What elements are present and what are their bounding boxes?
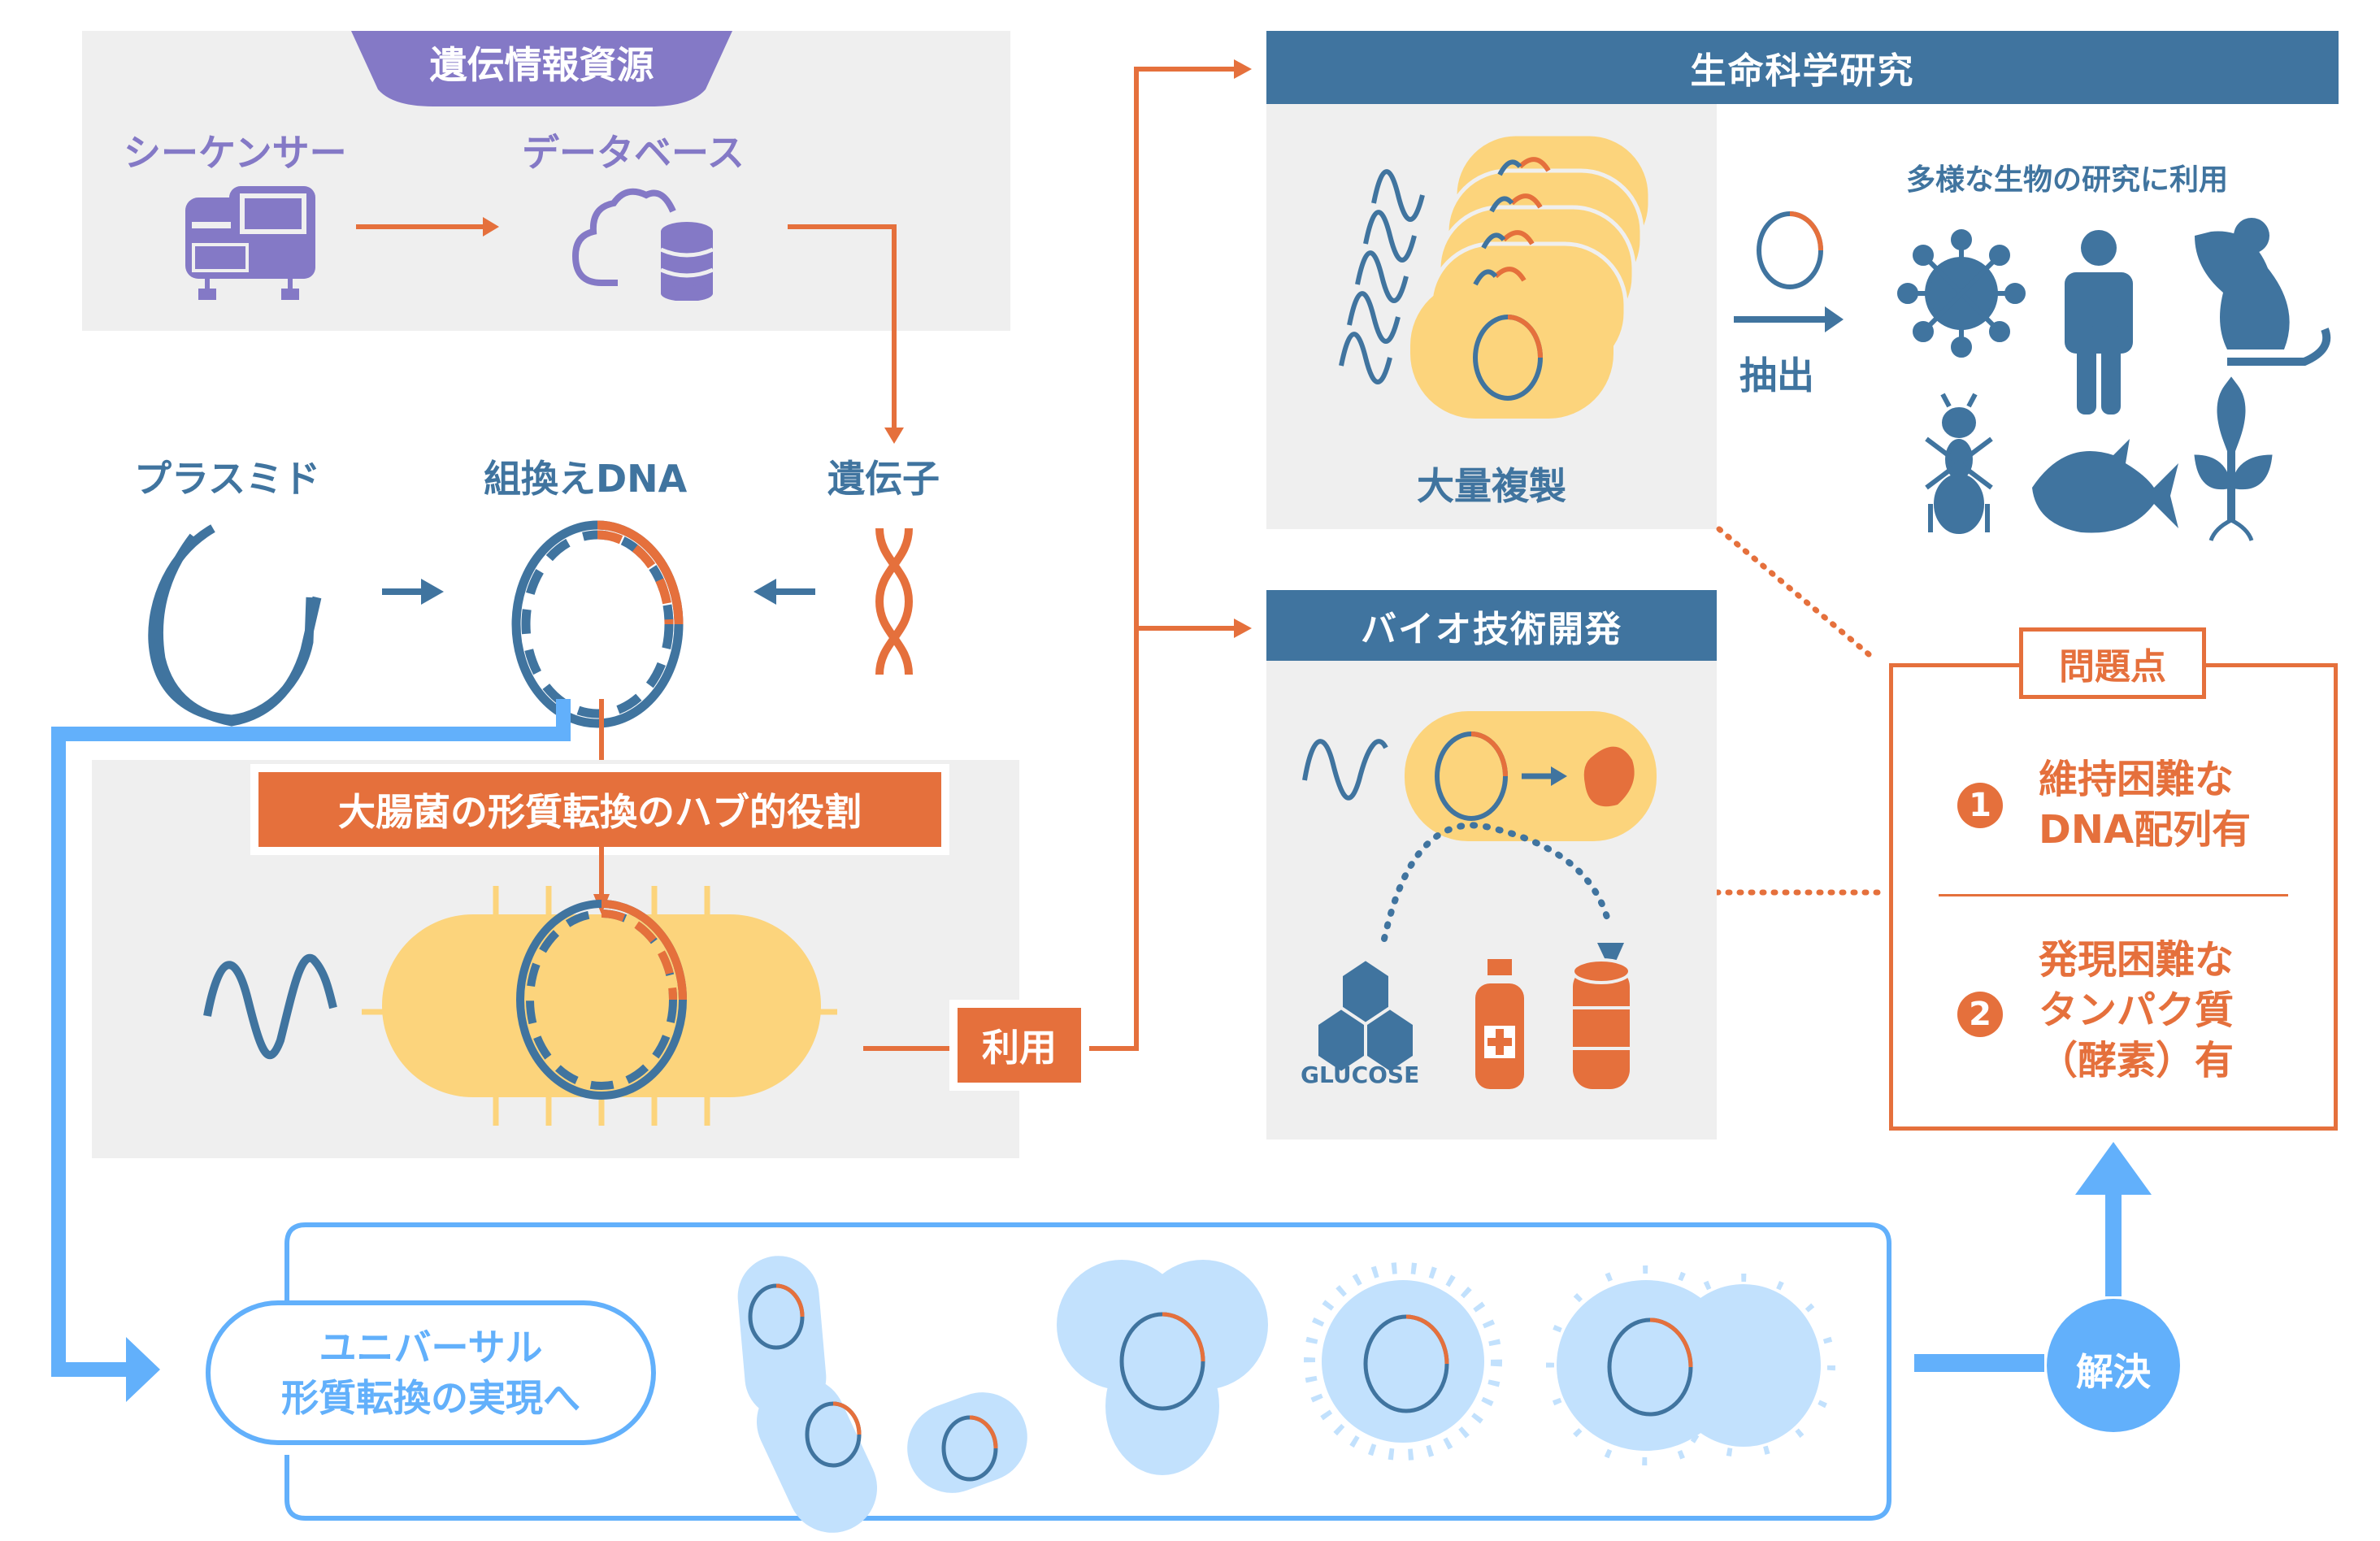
life-science-header: 生命科学研究: [1266, 31, 2339, 104]
extracted-dna-icon: [1757, 211, 1823, 289]
problem-2-text: 発現困難な タンパク質 （酵素）有: [2039, 935, 2234, 1086]
hub-title-box: 大腸菌の形質転換のハブ的役割: [250, 764, 949, 855]
ecoli-cell: [382, 914, 821, 1097]
universal-frame: [284, 1222, 1891, 1521]
arrow-gene-to-recombinant: [754, 579, 815, 605]
replicated-dna-rings: [1473, 157, 1551, 401]
biotech-wave-icon: [1302, 739, 1388, 801]
problem-1-line1: 維持困難な: [2039, 757, 2235, 802]
cell-rod-cluster: [737, 1256, 1027, 1533]
hub-title: 大腸菌の形質転換のハブ的役割: [338, 790, 862, 834]
solve-circle: [2047, 1299, 2180, 1432]
problem-1-text: 維持困難な DNA配列有: [2039, 754, 2251, 855]
cell-lobed: [1057, 1260, 1268, 1475]
problem-1-line2: DNA配列有: [2039, 807, 2252, 853]
biotech-header: バイオ技術開発: [1266, 590, 1717, 661]
protein-icon: [1583, 746, 1635, 807]
cell-spiky: [1304, 1262, 1502, 1461]
plasmid-label: プラスミド: [134, 457, 321, 501]
solve-up-arrowhead: [2075, 1142, 2152, 1195]
universal-label-box: ユニバーサル 形質転換の実現へ: [206, 1300, 656, 1445]
universal-label-line1: ユニバーサル: [319, 1326, 543, 1370]
sequencer-label: シーケンサー: [124, 131, 347, 175]
virus-icon: [1897, 229, 2026, 358]
gene-label: 遺伝子: [827, 457, 940, 501]
use-label: 利用: [982, 1026, 1057, 1070]
oil-drum-icon: [1571, 958, 1631, 1089]
organisms-caption: 多様な生物の研究に利用: [1906, 163, 2229, 197]
genetic-resources-title: 遺伝情報資源: [429, 43, 654, 87]
solve-up-line: [2105, 1187, 2122, 1296]
problems-title: 問題点: [2059, 646, 2166, 688]
dotted-connector-top: [1716, 526, 1877, 662]
gene-helix-icon: [875, 527, 914, 675]
problem-2-line2: タンパク質: [2039, 988, 2235, 1033]
universal-label-line2: 形質転換の実現へ: [281, 1376, 580, 1420]
problem-1-badge: 1: [1957, 783, 2003, 828]
glucose-cubes-icon: [1315, 957, 1416, 1075]
recombinant-dna-icon: [511, 520, 684, 728]
life-science-title: 生命科学研究: [1690, 50, 1915, 92]
plasmid-icon: [148, 524, 322, 727]
solve-connector: [1914, 1354, 2044, 1372]
biotech-dna-icon: [1435, 731, 1508, 821]
arrow-plasmid-to-recombinant: [382, 579, 444, 605]
recombinant-dna-label: 組換えDNA: [484, 457, 688, 501]
phage-wave-icon: [203, 953, 337, 1060]
universal-dna-rings: [748, 1283, 1693, 1482]
cell-budding: [1546, 1265, 1835, 1465]
glucose-label: GLUCOSE: [1301, 1061, 1420, 1088]
mouse-icon: [2195, 218, 2331, 366]
problems-divider: [1939, 894, 2288, 896]
medicine-bottle-icon: [1475, 959, 1524, 1089]
database-label: データベース: [522, 131, 745, 175]
universal-path-arrowhead: [126, 1337, 160, 1402]
mass-replication-label: 大量複製: [1417, 464, 1566, 508]
universal-path-line: [51, 699, 571, 1377]
problems-title-box: 問題点: [2019, 627, 2206, 699]
dotted-arc: [1381, 822, 1613, 942]
fish-icon: [2032, 439, 2178, 533]
biotech-title: バイオ技術開発: [1361, 608, 1622, 650]
hub-recombinant-dna-icon: [516, 900, 687, 1100]
use-box: 利用: [949, 1000, 1089, 1091]
ant-icon: [1925, 393, 1993, 534]
replication-waves: [1339, 169, 1425, 384]
sequencer-icon: [185, 186, 315, 300]
extraction-label: 抽出: [1739, 354, 1814, 397]
plant-icon: [2194, 376, 2273, 541]
human-icon: [2065, 230, 2133, 415]
extraction-arrow: [1734, 306, 1844, 332]
problem-2-badge: 2: [1957, 992, 2003, 1037]
problem-2-line1: 発現困難な: [2039, 937, 2235, 983]
cloud-database-icon: [571, 188, 714, 301]
solve-label: 解決: [2076, 1350, 2151, 1394]
problem-2-line3: （酵素）有: [2039, 1038, 2235, 1083]
